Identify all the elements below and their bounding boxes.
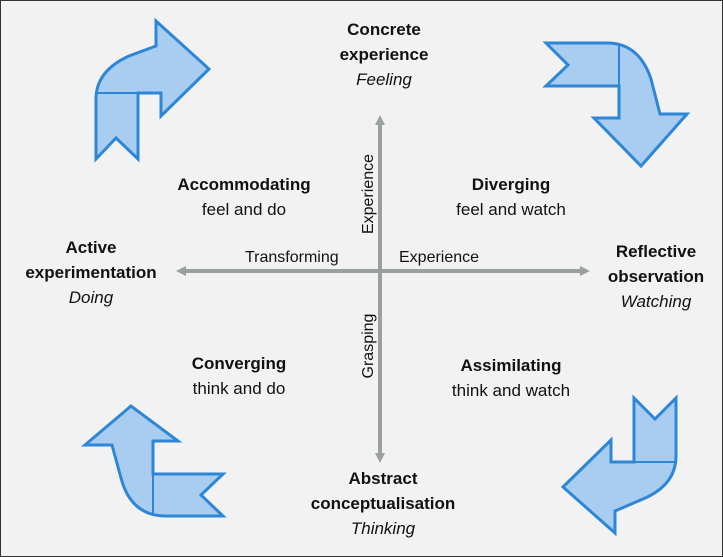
quadrant-bottom-left-desc: think and do (192, 379, 286, 398)
quadrant-bottom-right: Assimilating think and watch (421, 353, 601, 403)
pole-top-line1: Concrete (347, 20, 421, 39)
quadrant-top-left: Accommodating feel and do (164, 172, 324, 222)
pole-top-line2: experience (339, 45, 429, 64)
axis-label-transforming: Transforming (245, 249, 339, 266)
pole-left-line2: experimentation (25, 263, 157, 282)
pole-bottom: Abstract conceptualisation Thinking (283, 466, 483, 541)
cycle-arrow-top-right-icon (542, 41, 691, 169)
quadrant-top-right-desc: feel and watch (456, 200, 566, 219)
pole-left: Active experimentation Doing (11, 235, 171, 310)
pole-right-line1: Reflective (615, 242, 697, 261)
pole-right: Reflective observation Watching (586, 239, 722, 314)
pole-left-line1: Active (65, 238, 117, 257)
quadrant-bottom-right-title: Assimilating (460, 356, 562, 375)
quadrant-bottom-left: Converging think and do (159, 351, 319, 401)
quadrant-top-left-title: Accommodating (177, 175, 311, 194)
pole-top: Concrete experience Feeling (284, 17, 484, 92)
quadrant-top-right-title: Diverging (471, 175, 551, 194)
pole-bottom-subtitle: Thinking (350, 519, 416, 538)
cycle-arrow-bottom-left-icon (80, 404, 227, 518)
quadrant-top-right: Diverging feel and watch (421, 172, 601, 222)
quadrant-top-left-desc: feel and do (201, 200, 287, 219)
quadrant-bottom-left-title: Converging (191, 354, 287, 373)
cycle-arrow-bottom-right-icon (560, 394, 678, 537)
pole-bottom-line2: conceptualisation (310, 494, 456, 513)
axis-label-experience-vertical: Experience (360, 153, 377, 235)
pole-top-subtitle: Feeling (356, 70, 412, 89)
cycle-arrow-top-left-icon (94, 17, 212, 163)
axis-label-experience-horizontal: Experience (399, 249, 480, 266)
quadrant-bottom-right-desc: think and watch (451, 381, 571, 400)
pole-left-subtitle: Doing (68, 288, 114, 307)
pole-right-subtitle: Watching (620, 292, 692, 311)
pole-bottom-line1: Abstract (348, 469, 418, 488)
axis-label-grasping: Grasping (360, 313, 377, 379)
pole-right-line2: observation (607, 267, 705, 286)
